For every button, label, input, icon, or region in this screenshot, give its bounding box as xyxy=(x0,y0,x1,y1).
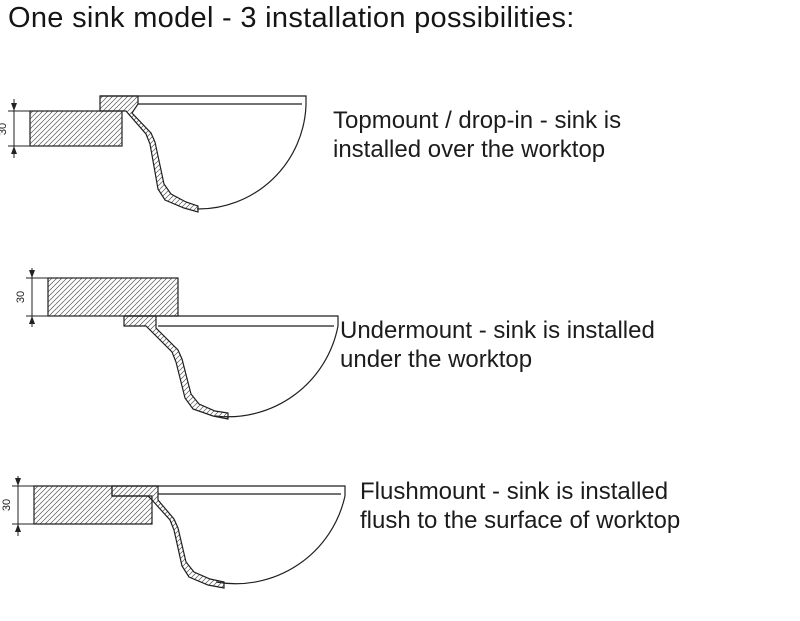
sink-section xyxy=(111,485,346,589)
caption-line: Undermount - sink is installed xyxy=(340,317,655,344)
thickness-label: 30 xyxy=(0,123,9,135)
sink-section xyxy=(99,95,307,213)
undermount-caption: Undermount - sink is installed under the… xyxy=(340,316,655,374)
caption-line: under the worktop xyxy=(340,346,533,373)
topmount-caption: Topmount / drop-in - sink is installed o… xyxy=(333,106,621,164)
dimension-arrow-bottom xyxy=(29,316,35,324)
worktop-cross-section xyxy=(29,110,123,147)
sink-section xyxy=(123,315,339,420)
thickness-dimension: 30 xyxy=(15,268,48,327)
dimension-arrow-bottom xyxy=(11,146,17,154)
caption-line: flush to the surface of worktop xyxy=(360,507,681,534)
flushmount-section-drawing: 30 xyxy=(1,476,346,589)
sink-bowl-outline xyxy=(215,495,346,585)
page-title: One sink model - 3 installation possibil… xyxy=(8,2,575,34)
thickness-dimension: 30 xyxy=(1,476,34,536)
dimension-arrow-top xyxy=(15,478,21,486)
worktop-cross-section xyxy=(47,277,179,317)
flushmount-caption: Flushmount - sink is installed flush to … xyxy=(360,477,680,535)
dimension-arrow-bottom xyxy=(15,524,21,532)
dimension-arrow-top xyxy=(11,103,17,111)
thickness-label: 30 xyxy=(15,291,27,303)
topmount-section-drawing: 30 xyxy=(0,95,307,213)
sink-wall-section xyxy=(99,95,199,213)
thickness-dimension: 30 xyxy=(0,99,30,158)
sink-wall-section xyxy=(111,485,225,589)
sink-rim-line xyxy=(124,315,339,326)
sink-rim-line xyxy=(112,485,346,496)
caption-line: Flushmount - sink is installed xyxy=(360,478,669,505)
caption-line: installed over the worktop xyxy=(333,136,606,163)
caption-line: Topmount / drop-in - sink is xyxy=(333,107,622,134)
undermount-section-drawing: 30 xyxy=(15,268,339,420)
sink-bowl-outline xyxy=(196,104,307,210)
sink-rim-line xyxy=(100,95,307,105)
sink-wall-section xyxy=(123,315,229,420)
dimension-arrow-top xyxy=(29,270,35,278)
thickness-label: 30 xyxy=(1,499,13,511)
sink-bowl-outline xyxy=(214,325,339,418)
